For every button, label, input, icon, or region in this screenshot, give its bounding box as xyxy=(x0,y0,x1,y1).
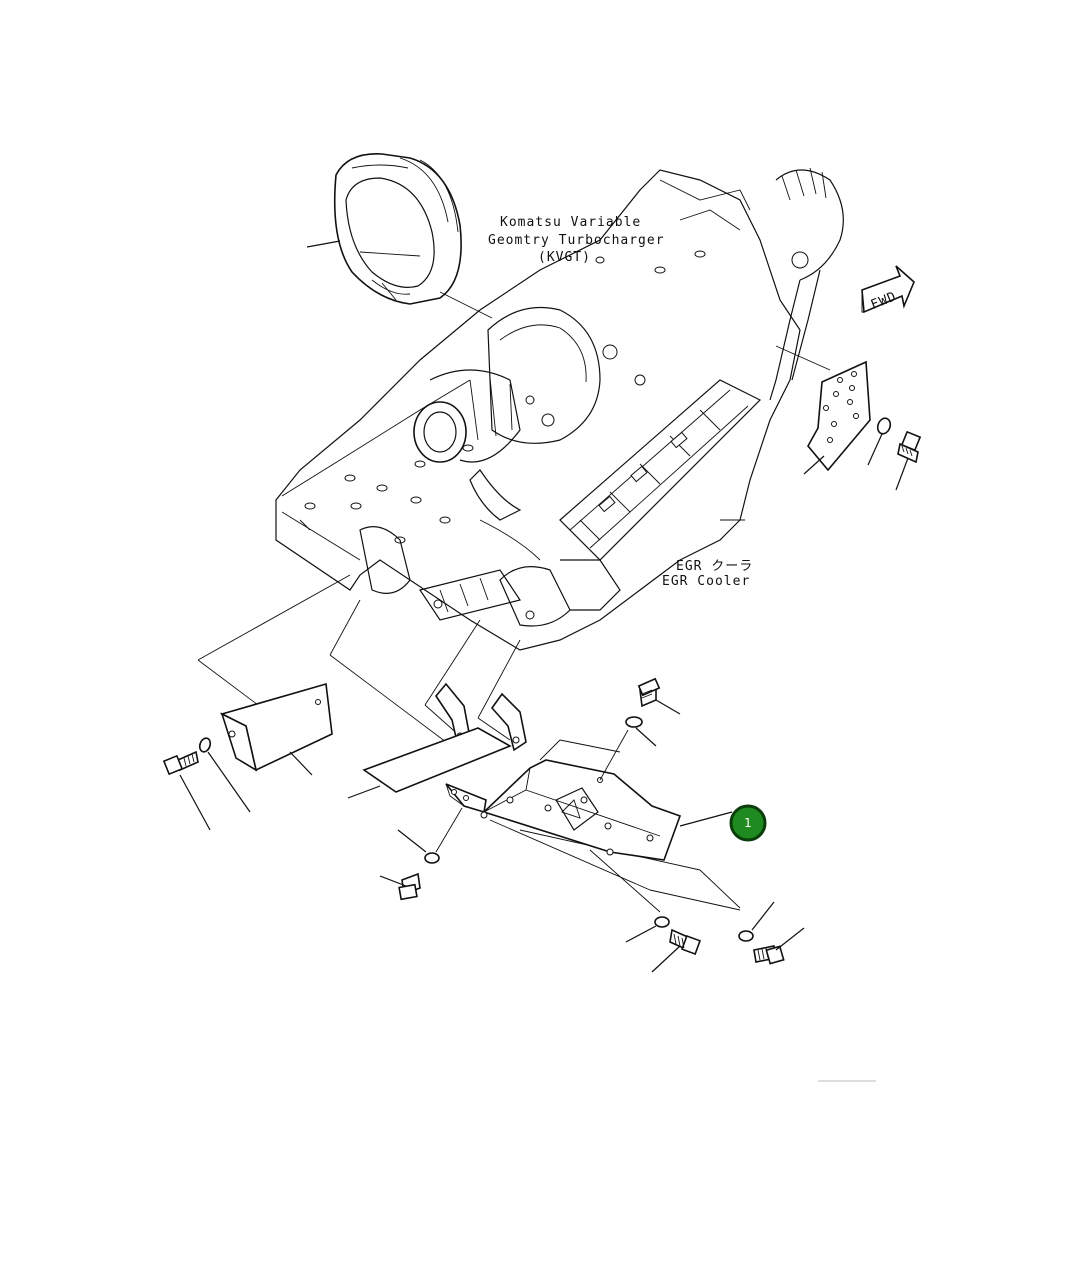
bolt xyxy=(897,430,922,464)
washer xyxy=(198,737,212,753)
turbo-heat-shield-ring xyxy=(333,153,462,305)
egr-cooler-label: EGR クーラ EGR Cooler xyxy=(662,559,753,589)
main-heat-shield-plate xyxy=(445,759,682,861)
leader-line xyxy=(397,829,427,853)
bolt xyxy=(669,928,701,955)
leader-line xyxy=(306,240,341,248)
lower-exhaust-pipe xyxy=(359,519,745,627)
leader-line xyxy=(379,875,407,887)
egr-label-english: EGR Cooler xyxy=(662,574,750,589)
egr-label-japanese: EGR クーラ xyxy=(676,559,753,574)
kvgt-label-line1: Komatsu Variable xyxy=(500,215,641,230)
turbocharger xyxy=(413,306,646,521)
washer xyxy=(424,852,440,864)
leader-line xyxy=(635,727,657,747)
leader-line xyxy=(895,457,909,491)
intake-pipework xyxy=(659,167,844,401)
leader-line xyxy=(775,927,805,951)
leader-line xyxy=(439,291,493,319)
callout-1[interactable]: 1 xyxy=(729,804,767,842)
leader-line xyxy=(751,901,775,931)
bolt xyxy=(162,750,199,776)
leader-line xyxy=(207,751,251,813)
leader-line xyxy=(651,945,681,973)
bolt xyxy=(398,872,421,901)
leader-line xyxy=(679,811,733,827)
washer xyxy=(625,716,643,728)
bracket-hook-right xyxy=(490,692,527,752)
bolt xyxy=(637,677,661,708)
leader-line xyxy=(867,433,883,466)
block-bolt-holes xyxy=(304,250,706,544)
leader-line xyxy=(435,807,463,853)
leader-line xyxy=(599,729,629,781)
right-bracket-plate xyxy=(807,360,871,472)
leader-line xyxy=(289,751,313,776)
washer xyxy=(876,417,892,435)
left-heat-shield-bracket xyxy=(219,682,333,772)
callout-number: 1 xyxy=(744,816,752,830)
kvgt-label: Komatsu Variable Geomtry Turbocharger (K… xyxy=(488,215,665,265)
washer xyxy=(654,916,670,928)
fwd-direction-arrow: FWD xyxy=(861,265,915,314)
washer xyxy=(738,930,754,942)
leader-line xyxy=(803,455,825,475)
leader-line xyxy=(625,925,657,943)
leader-line xyxy=(775,345,831,371)
leader-line xyxy=(655,699,681,715)
leader-line xyxy=(179,774,211,831)
bolt xyxy=(753,945,785,965)
egr-cooler xyxy=(559,379,762,561)
leader-line xyxy=(347,785,381,799)
kvgt-label-line2: Geomtry Turbocharger xyxy=(488,233,665,248)
engine-assembly xyxy=(275,167,844,651)
insulation-sheet xyxy=(362,727,512,793)
